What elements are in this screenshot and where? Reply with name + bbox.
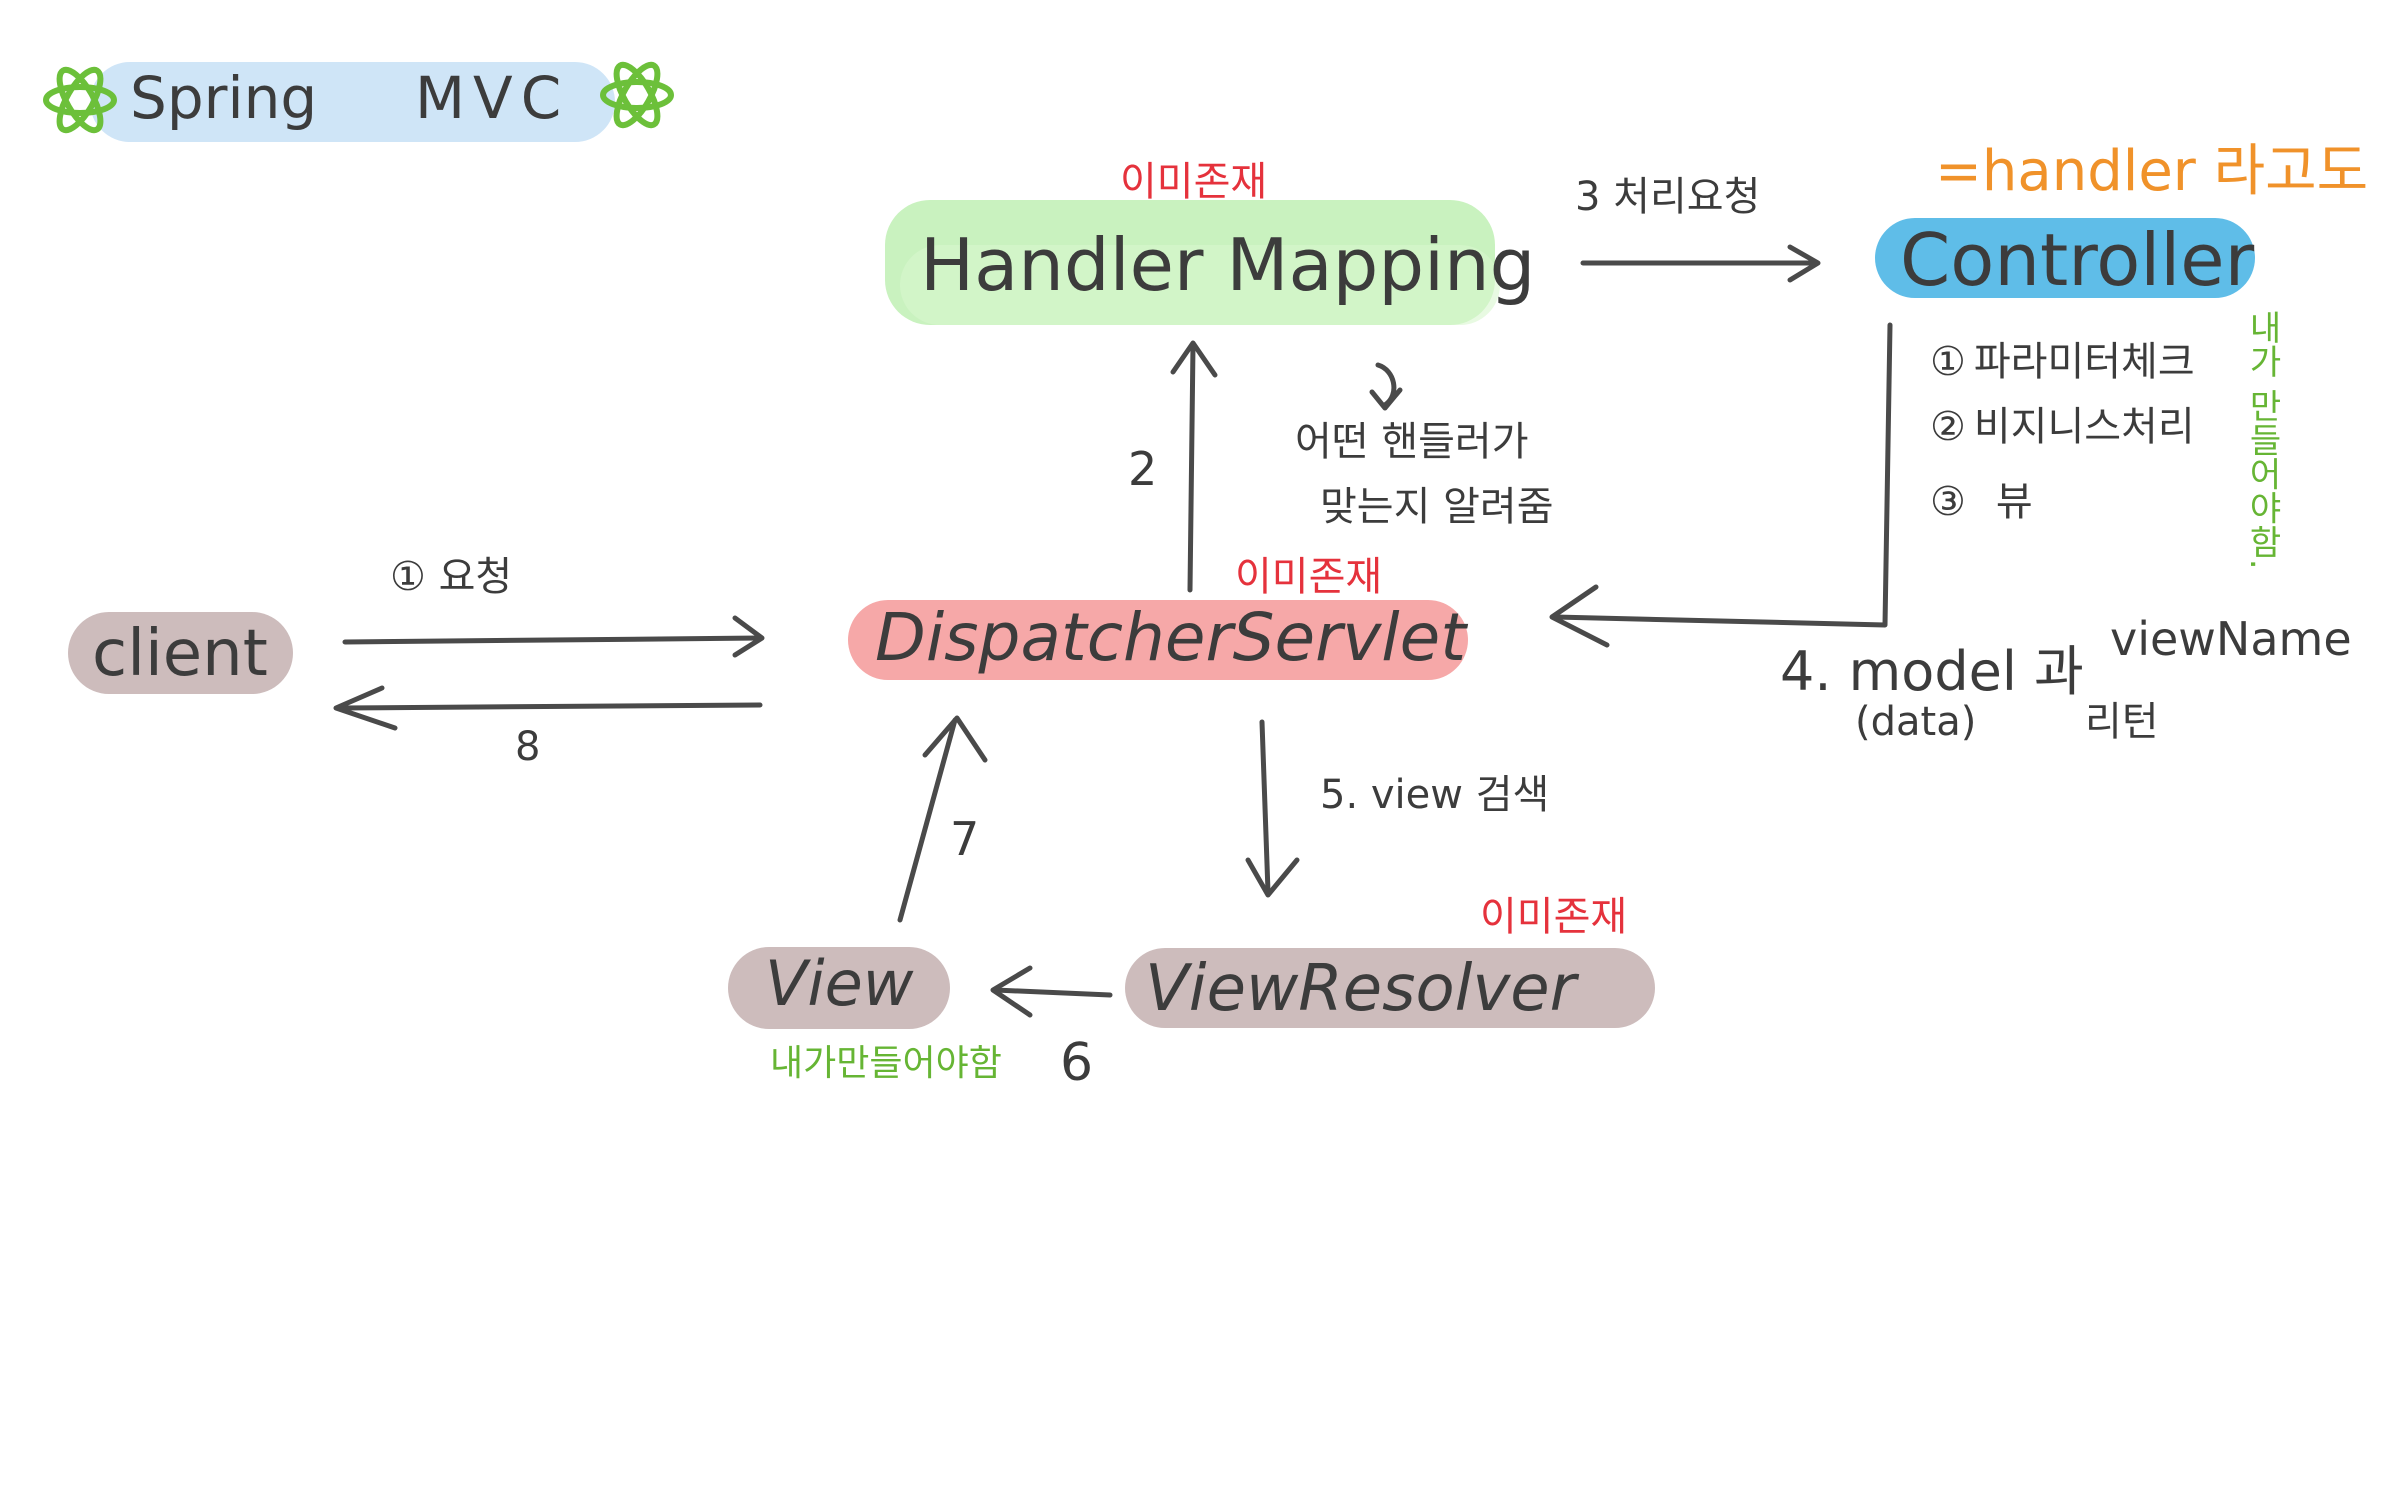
dispatcher-note: 이미존재 bbox=[1235, 554, 1382, 600]
node-view-resolver: ViewResolver 이미존재 bbox=[1125, 894, 1655, 1028]
handler-mapping-label: Handler Mapping bbox=[920, 223, 1535, 307]
dispatcher-label: DispatcherServlet bbox=[875, 599, 1468, 676]
controller-label: Controller bbox=[1900, 218, 2255, 302]
arrow-8-response: 8 bbox=[333, 685, 763, 770]
controller-note-orange-text: =handler 라고도 불림 bbox=[1935, 139, 2386, 204]
arrow-2-note-line2: 맞는지 알려줌 bbox=[1320, 484, 1554, 530]
title-highlight bbox=[90, 62, 615, 142]
arrow-2-label: 2 bbox=[1128, 442, 1157, 496]
arrow-5-view-search: 5. view 검색 bbox=[1245, 719, 1549, 898]
title-banner: Spring MVC bbox=[43, 61, 674, 142]
arrow-4-return-model: 4. model 과 viewName (data) 리턴 bbox=[1549, 322, 2352, 745]
arrow-8-label: 8 bbox=[515, 724, 540, 770]
arrow-4-data: (data) bbox=[1855, 699, 1976, 745]
arrow-2-note-line1: 어떤 핸들러가 bbox=[1295, 419, 1529, 465]
controller-note-orange: =handler 라고도 불림 bbox=[1935, 139, 2386, 204]
spring-logo-icon bbox=[600, 61, 674, 129]
arrow-4-viewname: viewName bbox=[2110, 612, 2352, 666]
view-resolver-label: ViewResolver bbox=[1145, 952, 1580, 1026]
handler-mapping-note: 이미존재 bbox=[1120, 159, 1267, 205]
view-note: 내가만들어야함 bbox=[770, 1043, 1002, 1084]
view-label: View bbox=[765, 947, 914, 1020]
title-mvc: MVC bbox=[415, 64, 569, 132]
arrow-2-handler-lookup: 2 어떤 핸들러가 맞는지 알려줌 bbox=[1128, 340, 1554, 593]
arrow-1-request: ① 요청 bbox=[342, 554, 765, 658]
arrow-3-process-request: 3 처리요청 bbox=[1575, 174, 1821, 283]
title-spring: Spring bbox=[130, 64, 317, 132]
arrow-6-resolve-view: 6 bbox=[990, 965, 1113, 1093]
node-handler-mapping: Handler Mapping 이미존재 bbox=[885, 159, 1535, 325]
arrow-1-label: ① 요청 bbox=[390, 554, 512, 600]
node-dispatcher-servlet: DispatcherServlet 이미존재 bbox=[848, 554, 1468, 680]
arrow-6-label: 6 bbox=[1060, 1033, 1093, 1093]
controller-note-green: 내가 만들어야함. bbox=[2242, 310, 2282, 570]
view-resolver-note: 이미존재 bbox=[1480, 894, 1627, 940]
arrow-4-return: 리턴 bbox=[2085, 699, 2159, 745]
arrow-7-label: 7 bbox=[950, 812, 979, 866]
arrow-7-render: 7 bbox=[897, 715, 988, 923]
arrow-4-label: 4. model 과 bbox=[1780, 640, 2084, 703]
client-label: client bbox=[92, 617, 268, 691]
arrow-5-label: 5. view 검색 bbox=[1320, 772, 1549, 818]
node-controller: Controller =handler 라고도 불림 내가 만들어야함. bbox=[1875, 139, 2386, 570]
node-client: client bbox=[68, 612, 293, 694]
spring-logo-icon bbox=[43, 66, 117, 134]
arrow-3-label: 3 처리요청 bbox=[1575, 174, 1760, 220]
node-view: View 내가만들어야함 bbox=[728, 947, 1002, 1084]
